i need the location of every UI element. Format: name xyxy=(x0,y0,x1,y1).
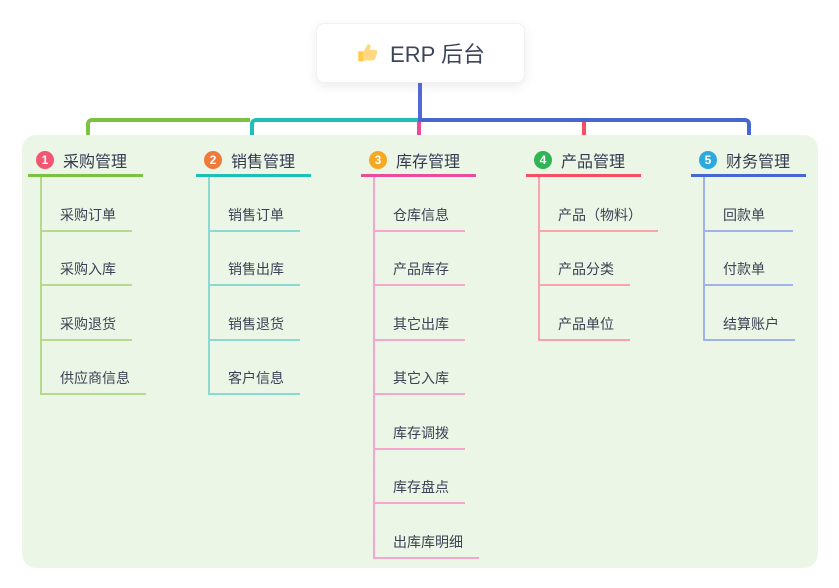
branch-children: 产品（物料） 产品分类 产品单位 xyxy=(538,177,658,341)
child-item-label: 库存盘点 xyxy=(393,479,449,495)
branch-inventory: 3 库存管理 仓库信息 产品库存 其它出库 其它入库 库存调拨 库存盘点 出库库… xyxy=(361,146,479,559)
branch-number-badge: 1 xyxy=(36,151,54,169)
child-item-label: 产品分类 xyxy=(558,261,614,277)
child-item[interactable]: 客户信息 xyxy=(210,341,300,395)
child-item[interactable]: 结算账户 xyxy=(705,286,795,341)
connector-branch-5 xyxy=(418,118,751,145)
child-item-label: 出库库明细 xyxy=(393,533,463,550)
child-item[interactable]: 出库库明细 xyxy=(375,504,479,559)
child-item-label: 销售订单 xyxy=(228,206,284,223)
child-item[interactable]: 库存调拨 xyxy=(375,395,465,450)
child-item[interactable]: 供应商信息 xyxy=(42,341,146,395)
branch-title-label: 产品管理 xyxy=(561,154,626,171)
branch-title-label: 财务管理 xyxy=(726,154,791,171)
child-item[interactable]: 销售退货 xyxy=(210,286,300,341)
child-item-label: 采购退货 xyxy=(60,315,116,332)
branch-children: 仓库信息 产品库存 其它出库 其它入库 库存调拨 库存盘点 出库库明细 xyxy=(373,177,479,559)
branch-finance: 5 财务管理 回款单 付款单 结算账户 xyxy=(691,146,806,341)
child-item-label: 其它出库 xyxy=(393,315,449,332)
branch-number-badge: 5 xyxy=(699,151,717,169)
connector-root-line xyxy=(418,83,422,120)
branch-number-badge: 4 xyxy=(534,151,552,169)
branch-title-label: 销售管理 xyxy=(231,154,296,171)
branch-number-badge: 3 xyxy=(369,151,387,169)
child-item[interactable]: 库存盘点 xyxy=(375,450,465,504)
branch-number-badge: 2 xyxy=(204,151,222,169)
child-item[interactable]: 产品单位 xyxy=(540,286,630,341)
child-item-label: 采购订单 xyxy=(60,206,116,223)
root-label: ERP 后台 xyxy=(390,42,485,67)
root-node[interactable]: ERP 后台 xyxy=(316,23,525,83)
child-item-label: 产品单位 xyxy=(558,315,614,332)
child-item[interactable]: 其它入库 xyxy=(375,341,465,395)
child-item-label: 仓库信息 xyxy=(393,206,449,223)
branch-title[interactable]: 5 财务管理 xyxy=(691,146,806,177)
child-item[interactable]: 仓库信息 xyxy=(375,177,465,232)
child-item[interactable]: 产品（物料） xyxy=(540,177,658,232)
branch-children: 销售订单 销售出库 销售退货 客户信息 xyxy=(208,177,300,395)
branch-title[interactable]: 3 库存管理 xyxy=(361,146,476,177)
child-item[interactable]: 产品库存 xyxy=(375,232,465,286)
child-item-label: 回款单 xyxy=(723,206,765,223)
child-item[interactable]: 回款单 xyxy=(705,177,793,232)
child-item[interactable]: 其它出库 xyxy=(375,286,465,341)
branches-panel xyxy=(22,135,818,568)
branch-product: 4 产品管理 产品（物料） 产品分类 产品单位 xyxy=(526,146,658,341)
branch-title[interactable]: 4 产品管理 xyxy=(526,146,641,177)
branch-title-label: 库存管理 xyxy=(396,154,461,171)
connector-branch-3 xyxy=(417,122,421,145)
thumbs-up-icon xyxy=(356,41,380,65)
child-item-label: 其它入库 xyxy=(393,370,449,386)
child-item[interactable]: 采购订单 xyxy=(42,177,132,232)
child-item-label: 供应商信息 xyxy=(60,370,130,386)
connector-branch-1 xyxy=(86,118,250,145)
child-item[interactable]: 销售出库 xyxy=(210,232,300,286)
branch-title-label: 采购管理 xyxy=(63,154,128,171)
branch-children: 采购订单 采购入库 采购退货 供应商信息 xyxy=(40,177,146,395)
child-item-label: 付款单 xyxy=(723,261,765,277)
branch-children: 回款单 付款单 结算账户 xyxy=(703,177,795,341)
child-item[interactable]: 产品分类 xyxy=(540,232,630,286)
connector-branch-4 xyxy=(582,122,586,145)
child-item-label: 结算账户 xyxy=(723,315,779,332)
child-item-label: 销售出库 xyxy=(228,261,284,277)
child-item[interactable]: 采购入库 xyxy=(42,232,132,286)
branch-sales: 2 销售管理 销售订单 销售出库 销售退货 客户信息 xyxy=(196,146,311,395)
child-item-label: 销售退货 xyxy=(228,315,284,332)
branch-title[interactable]: 1 采购管理 xyxy=(28,146,143,177)
child-item-label: 采购入库 xyxy=(60,261,116,277)
branch-purchase: 1 采购管理 采购订单 采购入库 采购退货 供应商信息 xyxy=(28,146,146,395)
branch-title[interactable]: 2 销售管理 xyxy=(196,146,311,177)
child-item-label: 库存调拨 xyxy=(393,424,449,441)
child-item-label: 客户信息 xyxy=(228,370,284,386)
child-item[interactable]: 付款单 xyxy=(705,232,793,286)
child-item[interactable]: 销售订单 xyxy=(210,177,300,232)
child-item-label: 产品（物料） xyxy=(558,206,642,223)
child-item-label: 产品库存 xyxy=(393,261,449,277)
child-item[interactable]: 采购退货 xyxy=(42,286,132,341)
connector-branch-2 xyxy=(250,118,420,145)
